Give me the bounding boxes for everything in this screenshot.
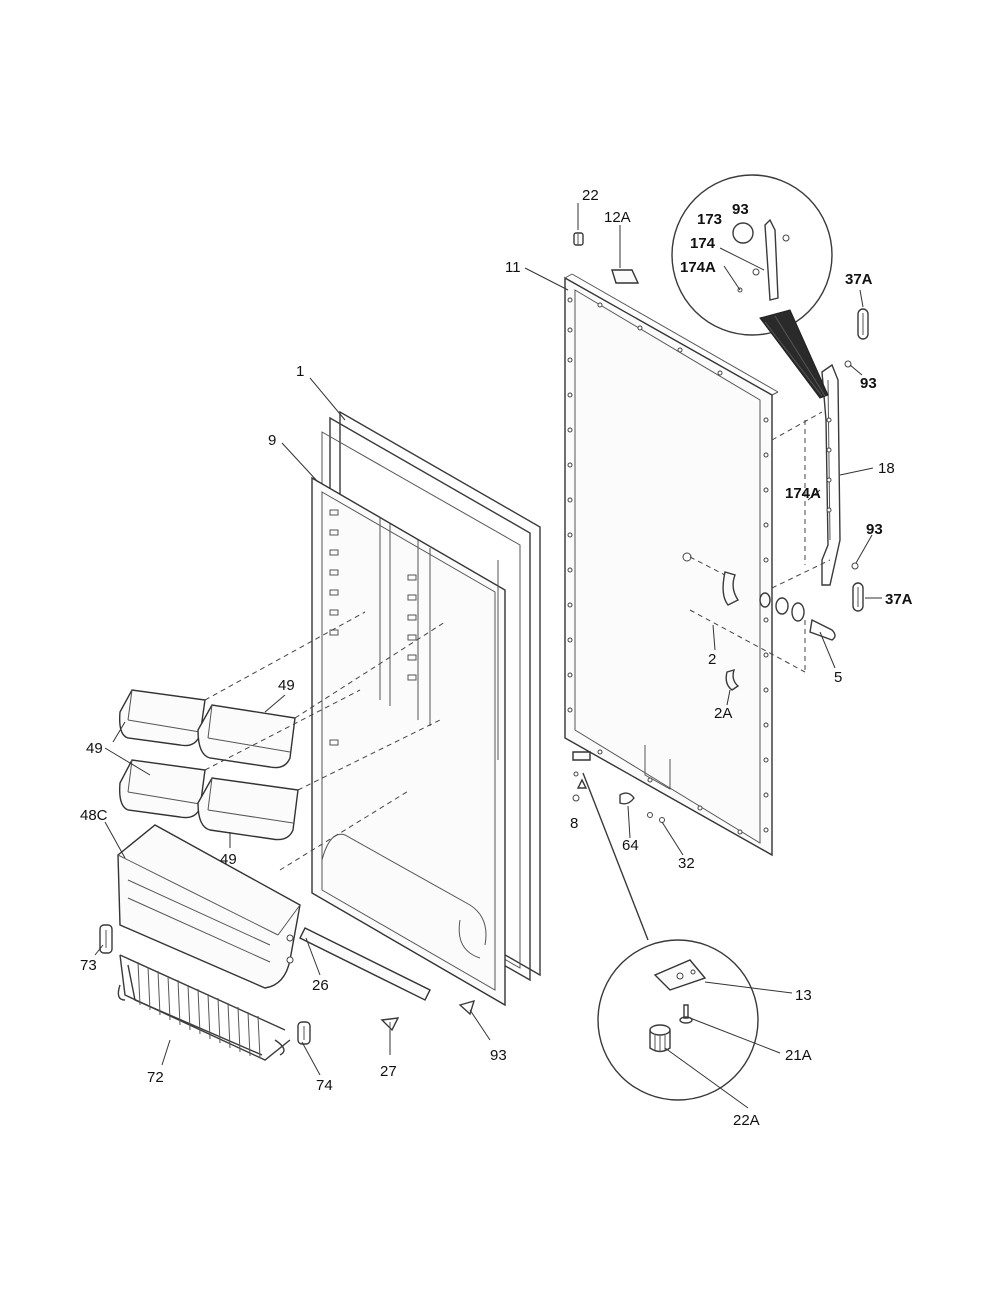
label-22: 22 xyxy=(582,187,599,204)
label-12a: 12A xyxy=(604,209,631,226)
screw-icon xyxy=(851,562,859,570)
label-49-top: 49 xyxy=(278,677,295,694)
label-73: 73 xyxy=(80,957,97,974)
bottom-hinge-inset xyxy=(582,772,759,1101)
spacer-37a-top xyxy=(857,308,869,340)
label-93-bottom: 93 xyxy=(490,1047,507,1064)
spacer-37a-mid xyxy=(852,582,864,612)
panel-holes xyxy=(567,297,769,835)
screw-93-bottom xyxy=(458,999,476,1016)
label-174a: 174A xyxy=(785,485,821,502)
wire-rack xyxy=(117,954,291,1061)
label-5: 5 xyxy=(834,669,842,686)
door-bin-lower-left xyxy=(118,759,206,819)
label-11: 11 xyxy=(505,259,521,276)
label-74: 74 xyxy=(316,1077,333,1094)
label-2: 2 xyxy=(708,651,716,668)
bottom-door-shelf xyxy=(117,824,301,989)
label-32: 32 xyxy=(678,855,695,872)
screw-27 xyxy=(380,1017,400,1032)
shelf-clips xyxy=(329,509,417,746)
leader-lines xyxy=(94,203,882,1109)
label-2a: 2A xyxy=(714,705,732,722)
label-1: 1 xyxy=(296,363,304,380)
plug-22 xyxy=(573,232,584,246)
door-bin-lower-right xyxy=(197,777,299,841)
label-49-left: 49 xyxy=(86,740,103,757)
label-27: 27 xyxy=(380,1063,397,1080)
label-12a xyxy=(611,269,640,284)
label-49-bottom: 49 xyxy=(220,851,237,868)
label-64: 64 xyxy=(622,837,639,854)
outer-door-panel xyxy=(564,273,779,857)
label-13: 13 xyxy=(795,987,812,1004)
hinge-detail-inset xyxy=(671,174,833,399)
label-174: 174 xyxy=(690,235,716,252)
hinge-assembly xyxy=(771,363,841,589)
part-labels: 1 9 11 22 12A 93 173 174 174A 37A 93 18 … xyxy=(80,187,913,1129)
door-handle xyxy=(682,552,806,691)
rack-end-cap-right xyxy=(297,1021,311,1045)
label-18: 18 xyxy=(878,460,895,477)
label-37a-top: 37A xyxy=(845,271,873,288)
rack-end-cap-left xyxy=(99,924,113,954)
bottom-hinge-bracket xyxy=(572,751,591,802)
screw-icon xyxy=(844,360,852,368)
door-bin-upper-right xyxy=(197,704,296,769)
label-26: 26 xyxy=(312,977,329,994)
label-72: 72 xyxy=(147,1069,164,1086)
label-21a: 21A xyxy=(785,1047,812,1064)
label-8: 8 xyxy=(570,815,578,832)
label-93-right: 93 xyxy=(860,375,877,392)
pivot-pin xyxy=(759,592,836,641)
label-22a: 22A xyxy=(733,1112,760,1129)
label-37a-mid: 37A xyxy=(885,591,913,608)
screws-32 xyxy=(647,812,665,823)
label-9: 9 xyxy=(268,432,276,449)
label-174a-inset: 174A xyxy=(680,259,716,276)
inner-door-liner xyxy=(311,476,506,1007)
label-93-mid: 93 xyxy=(866,521,883,538)
label-48c: 48C xyxy=(80,807,108,824)
door-bin-upper-left xyxy=(118,689,206,747)
stop-64 xyxy=(619,792,635,805)
side-rail xyxy=(299,927,431,1001)
label-93-inset: 93 xyxy=(732,201,749,218)
label-173: 173 xyxy=(697,211,722,228)
